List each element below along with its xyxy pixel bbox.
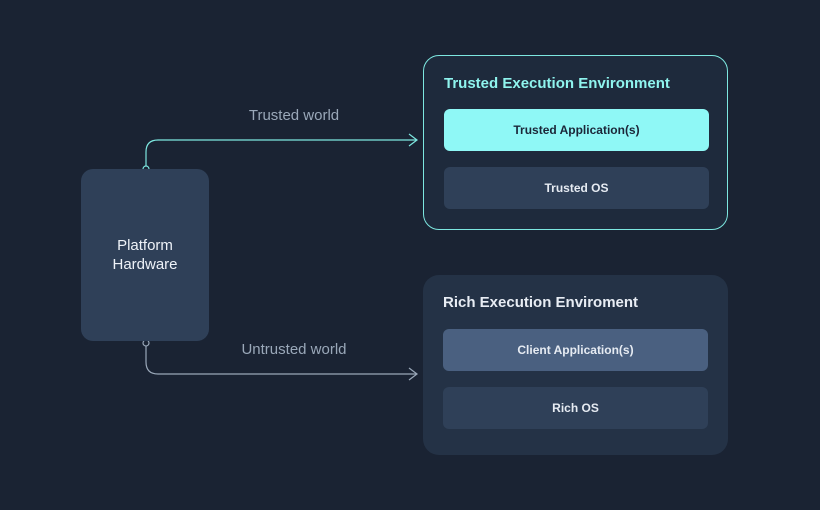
client-application-block: Client Application(s) [443, 329, 708, 371]
trusted-world-label: Trusted world [248, 107, 340, 124]
rich-os-label: Rich OS [552, 401, 599, 415]
untrusted-world-connector [145, 343, 416, 375]
rich-execution-environment: Rich Execution Enviroment Client Applica… [423, 275, 728, 455]
trusted-application-block: Trusted Application(s) [444, 109, 709, 151]
untrusted-world-label: Untrusted world [241, 341, 347, 358]
trusted-env-title: Trusted Execution Environment [444, 75, 670, 92]
trusted-world-arrowhead [408, 133, 418, 147]
rich-env-title: Rich Execution Enviroment [443, 294, 639, 311]
trusted-os-label: Trusted OS [544, 181, 609, 195]
platform-hardware-label: Platform Hardware [112, 237, 178, 273]
trusted-execution-environment: Trusted Execution Environment Trusted Ap… [423, 55, 728, 230]
client-application-label: Client Application(s) [517, 343, 634, 357]
rich-os-block: Rich OS [443, 387, 708, 429]
platform-hardware-box: Platform Hardware [81, 169, 209, 341]
trusted-application-label: Trusted Application(s) [513, 123, 640, 137]
trusted-os-block: Trusted OS [444, 167, 709, 209]
untrusted-world-arrowhead [408, 367, 418, 381]
trusted-world-connector [145, 139, 416, 169]
